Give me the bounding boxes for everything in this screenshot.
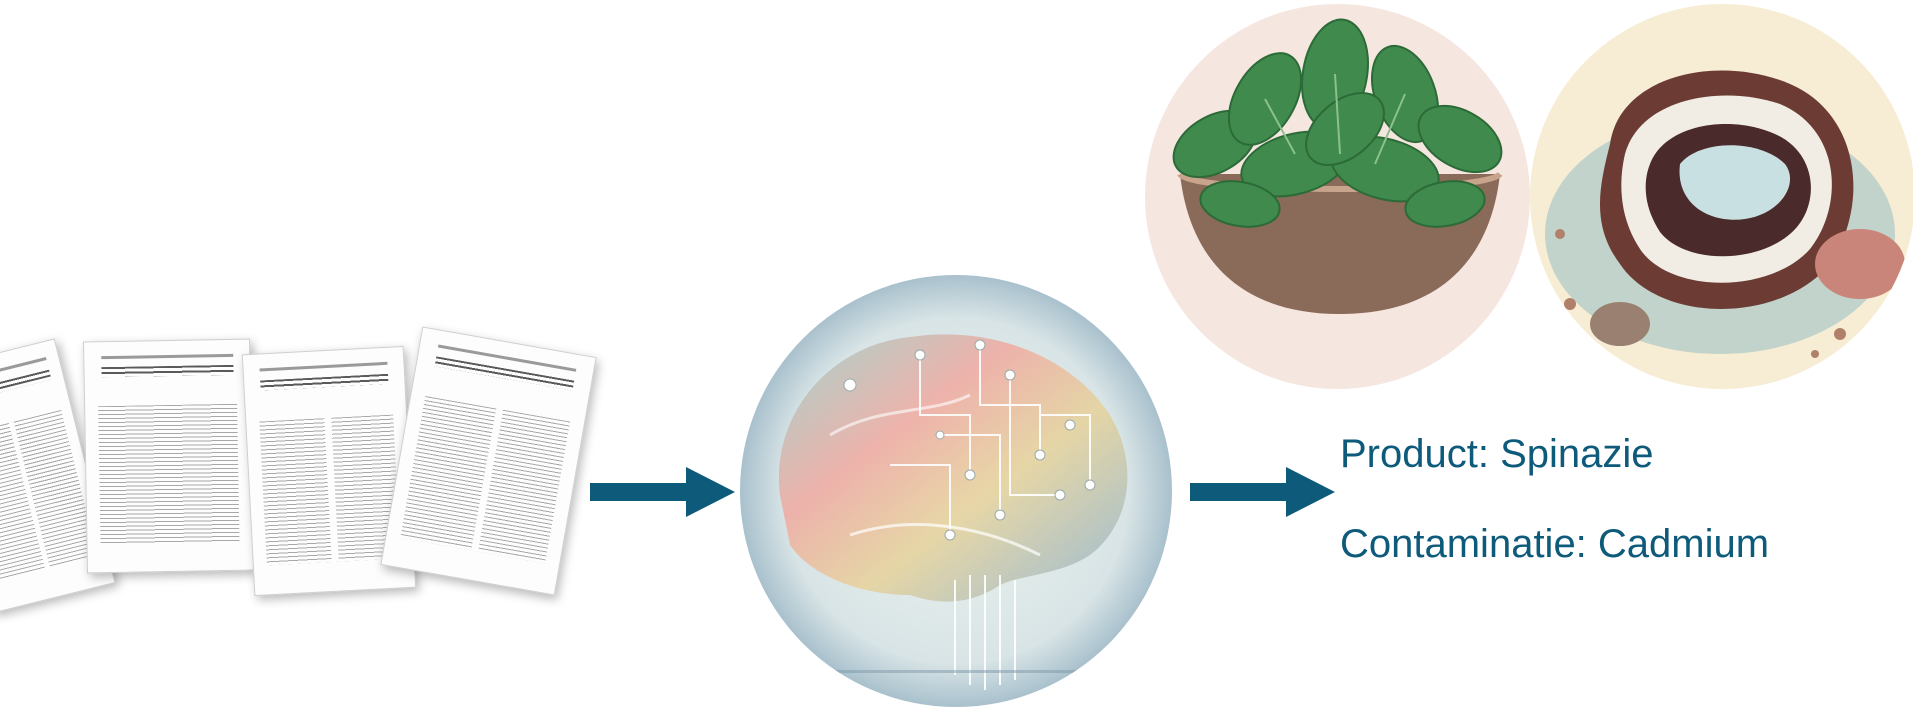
- arrow-right-icon: [1190, 462, 1340, 522]
- spinach-bowl-icon: [1145, 4, 1530, 389]
- product-label: Product: Spinazie: [1340, 432, 1654, 477]
- contamination-label: Contaminatie: Cadmium: [1340, 522, 1769, 567]
- oyster-icon: [1530, 4, 1913, 389]
- arrow-right-icon: [590, 462, 740, 522]
- scientific-papers-icon: [0, 320, 620, 610]
- paper-sheet: [380, 326, 596, 595]
- ai-brain-icon: [740, 275, 1172, 707]
- paper-sheet: [83, 339, 254, 574]
